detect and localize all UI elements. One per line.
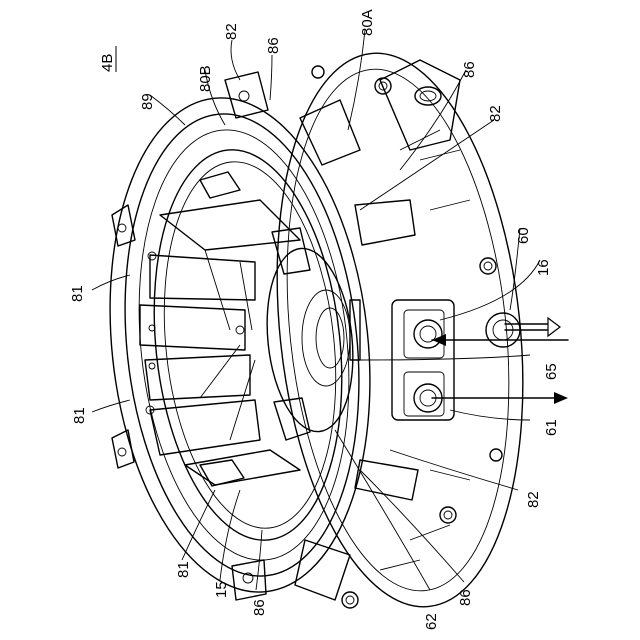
label-82-bottom: 82 [525,491,542,508]
label-65: 65 [543,363,560,380]
leader-lines [92,30,540,590]
label-86-bottom-left: 86 [251,599,268,616]
label-82-top: 82 [223,23,240,40]
flow-arrows [432,318,568,404]
label-81-upper: 81 [69,285,86,302]
arrowhead-60 [548,318,560,336]
reference-labels: 4B 82 86 80A 80B 89 86 82 60 16 81 65 81… [69,9,560,630]
label-86-top: 86 [265,37,282,54]
label-61: 61 [543,419,560,436]
label-81-lower: 81 [175,561,192,578]
label-82-right: 82 [487,105,504,122]
inner-vanes [140,172,360,486]
figure-id-label: 4B [99,54,116,72]
label-89: 89 [139,93,156,110]
top-boss [380,60,460,150]
label-16: 16 [535,259,552,276]
label-80A: 80A [359,9,376,36]
label-62: 62 [423,613,440,630]
label-86-bottom-right: 86 [457,589,474,606]
label-60: 60 [515,227,532,244]
arrowhead-65 [432,334,446,346]
label-86-right: 86 [461,61,478,78]
front-flange [87,72,393,605]
label-81-middle: 81 [71,407,88,424]
label-15: 15 [213,581,230,598]
arrowhead-61 [554,392,568,404]
label-80B: 80B [197,65,214,92]
